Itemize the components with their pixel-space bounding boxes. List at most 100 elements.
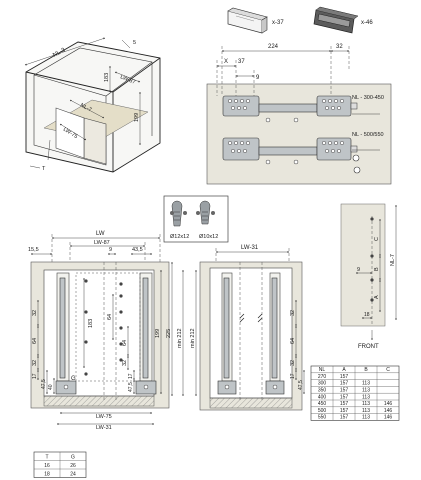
nl-table-cell: 113 bbox=[362, 388, 370, 394]
front-dim-lw87: LW-87 bbox=[94, 240, 110, 246]
front-dim-47-5-right: 47,5 bbox=[128, 382, 134, 392]
rear-dim-47-5: 47,5 bbox=[298, 380, 304, 390]
screw-a-label: Ø12x12 bbox=[170, 234, 189, 240]
nl-table-cell: 113 bbox=[362, 408, 370, 414]
perspective-dim-lw87: LW-87 bbox=[119, 74, 136, 85]
rear-view-drawing bbox=[195, 248, 305, 411]
perspective-dim-t: T bbox=[42, 166, 46, 172]
screw-b-label: Ø10x12 bbox=[199, 234, 218, 240]
nl-table: NL A B C 270 157 300 157 113 350 157 113 400 157 113 45… bbox=[310, 365, 400, 421]
nl-table-cell: 300 bbox=[318, 381, 327, 387]
nl-table-cell: 146 bbox=[384, 401, 393, 407]
slide-dim-32: 32 bbox=[336, 44, 343, 50]
range-long-label: NL - 500/550 bbox=[352, 132, 384, 138]
side-label-a: A bbox=[374, 295, 380, 299]
nl-table-cell: 113 bbox=[362, 381, 370, 387]
tg-table-cell: 24 bbox=[70, 471, 76, 477]
nl-table-cell: 157 bbox=[340, 381, 349, 387]
nl-table-cell: 550 bbox=[318, 415, 327, 421]
front-dim-lw: LW bbox=[96, 231, 105, 237]
nl-table-cell: 113 bbox=[362, 394, 370, 400]
screws-detail bbox=[163, 195, 229, 243]
clip-qty-label: x-46 bbox=[361, 20, 373, 26]
nl-table-cell: 500 bbox=[318, 408, 327, 414]
side-dim-9: 9 bbox=[357, 267, 360, 273]
perspective-dim-nl-3: NL-3 bbox=[52, 47, 67, 59]
front-dim-15-5: 15,5 bbox=[28, 247, 39, 253]
perspective-dim-199: 199 bbox=[134, 113, 140, 122]
slide-dim-224: 224 bbox=[268, 44, 279, 50]
front-dim-lw75: LW-75 bbox=[96, 414, 112, 420]
front-dim-32-top: 32 bbox=[32, 310, 38, 316]
perspective-dim-5: 5 bbox=[133, 40, 136, 46]
nl-table-cell: 157 bbox=[340, 401, 349, 407]
front-dim-min212: min 212 bbox=[177, 328, 183, 348]
perspective-dim-nl7: NL-7 bbox=[79, 102, 92, 113]
tg-table-cell: 16 bbox=[44, 463, 50, 469]
drawer-perspective bbox=[24, 37, 161, 173]
nl-table-cell: 157 bbox=[340, 388, 349, 394]
front-dim-43-5: 43,5 bbox=[132, 247, 143, 253]
nl-table-cell: 270 bbox=[318, 374, 327, 380]
nl-table-cell: 113 bbox=[362, 401, 370, 407]
tg-table-cell: 18 bbox=[44, 471, 50, 477]
slide-dim-37: 37 bbox=[238, 59, 245, 65]
range-short-label: NL - 300-450 bbox=[352, 95, 384, 101]
side-label-c: C bbox=[374, 237, 380, 241]
side-dim-nl7: NL-7 bbox=[390, 254, 396, 266]
nl-table-cell: 157 bbox=[340, 408, 349, 414]
slide-dim-9: 9 bbox=[256, 75, 260, 81]
slide-detail-drawing bbox=[206, 46, 392, 185]
side-dim-18: 18 bbox=[364, 312, 370, 318]
tg-table-cell: 26 bbox=[70, 463, 76, 469]
nl-table-cell: 450 bbox=[318, 401, 327, 407]
front-dim-17-right: 17 bbox=[128, 373, 134, 379]
tg-table: T G 16 26 18 24 bbox=[33, 451, 87, 478]
tg-table-header-cell: T bbox=[45, 454, 48, 460]
front-dim-lw31: LW-31 bbox=[96, 425, 112, 431]
front-dim-47-5: 47,5 bbox=[41, 379, 47, 389]
front-direction-label: FRONT bbox=[358, 344, 379, 350]
nl-table-header-cell: A bbox=[342, 367, 346, 373]
slide-dim-x: X bbox=[224, 59, 228, 65]
nl-table-header-cell: NL bbox=[319, 367, 326, 373]
perspective-dim-183: 183 bbox=[104, 73, 110, 82]
front-dim-32-right: 32 bbox=[122, 360, 128, 366]
front-dim-9: 9 bbox=[109, 247, 112, 253]
nl-table-cell: 146 bbox=[384, 415, 393, 421]
nl-table-cell: 157 bbox=[340, 374, 349, 380]
front-view-drawing bbox=[30, 234, 184, 425]
accessory-handle bbox=[227, 7, 268, 34]
front-dim-183: 183 bbox=[88, 319, 94, 328]
nl-table-cell: 157 bbox=[340, 415, 349, 421]
front-dim-17: 17 bbox=[32, 373, 38, 379]
rear-dim-64: 64 bbox=[290, 338, 296, 344]
front-label-g: G bbox=[71, 376, 76, 382]
front-dim-225: 225 bbox=[166, 329, 172, 338]
rear-dim-lw31: LW-31 bbox=[241, 245, 259, 251]
front-dim-40: 40 bbox=[48, 384, 54, 390]
nl-table-cell: 113 bbox=[362, 415, 370, 421]
front-dim-199: 199 bbox=[155, 329, 161, 338]
nl-table-header-cell: C bbox=[386, 367, 390, 373]
rear-dim-17: 17 bbox=[290, 373, 296, 379]
nl-table-cell: 350 bbox=[318, 388, 327, 394]
nl-table-cell: 146 bbox=[384, 408, 393, 414]
handle-qty-label: x-37 bbox=[272, 20, 284, 26]
side-label-b: B bbox=[374, 267, 380, 271]
front-dim-64-left: 64 bbox=[32, 338, 38, 344]
rear-dim-32: 32 bbox=[290, 310, 296, 316]
front-dim-64-inner: 64 bbox=[107, 314, 113, 320]
nl-table-cell: 157 bbox=[340, 394, 349, 400]
tg-table-header-cell: G bbox=[71, 454, 75, 460]
accessory-clip bbox=[313, 6, 359, 34]
nl-table-cell: 400 bbox=[318, 394, 327, 400]
nl-table-header-cell: B bbox=[364, 367, 368, 373]
rear-dim-min212: min 212 bbox=[190, 328, 196, 348]
front-dim-32-low: 32 bbox=[32, 360, 38, 366]
rear-dim-32-low: 32 bbox=[290, 360, 296, 366]
side-view-drawing bbox=[340, 203, 397, 341]
front-dim-64-right: 64 bbox=[122, 340, 128, 346]
